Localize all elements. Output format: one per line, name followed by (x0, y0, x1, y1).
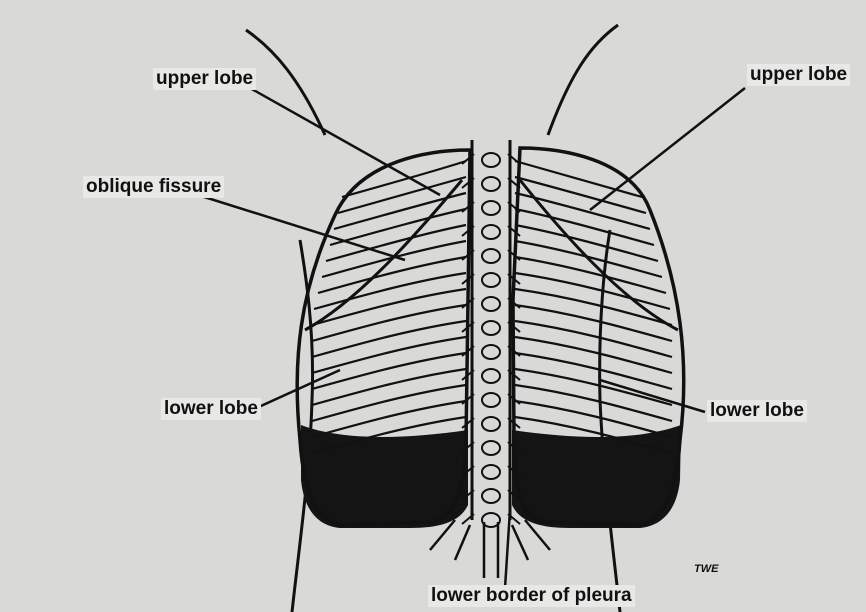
vertebra (482, 201, 500, 215)
leader-upper-lobe-right (590, 88, 745, 210)
pleural-recess-right (512, 425, 681, 528)
label-oblique-fissure: oblique fissure (83, 176, 224, 198)
label-lower-border-of-pleura: lower border of pleura (428, 585, 635, 607)
label-upper-lobe-left: upper lobe (153, 68, 256, 90)
vertebra (482, 177, 500, 191)
vertebra (482, 441, 500, 455)
rib-line (338, 177, 466, 213)
leader-lower-border-of-pleura (505, 510, 510, 588)
vertebra (482, 153, 500, 167)
vertebra (482, 465, 500, 479)
leader-lower-lobe-right (600, 380, 705, 412)
artist-initials: TWE (694, 563, 718, 575)
rib-line (515, 209, 654, 245)
vertebra (482, 393, 500, 407)
lower-rib-stub (455, 525, 470, 560)
label-lower-lobe-right: lower lobe (707, 400, 807, 422)
leader-oblique-fissure (182, 190, 405, 260)
vertebra (482, 489, 500, 503)
vertebra (482, 345, 500, 359)
vertebra (482, 369, 500, 383)
vertebra (482, 273, 500, 287)
rib-line (515, 161, 642, 197)
vertebra (482, 297, 500, 311)
rib-line (342, 161, 466, 197)
rib-line (330, 209, 466, 245)
vertebra (482, 417, 500, 431)
label-upper-lobe-right: upper lobe (747, 64, 850, 86)
pleural-recess-left (301, 425, 468, 528)
leader-upper-lobe-left (250, 88, 440, 195)
lower-rib-stub (512, 525, 528, 560)
oblique-fissure-left (305, 180, 462, 330)
label-lower-lobe-left: lower lobe (161, 398, 261, 420)
vertebra (482, 321, 500, 335)
vertebra (482, 249, 500, 263)
vertebra (482, 225, 500, 239)
lumbar-segment (484, 522, 498, 578)
